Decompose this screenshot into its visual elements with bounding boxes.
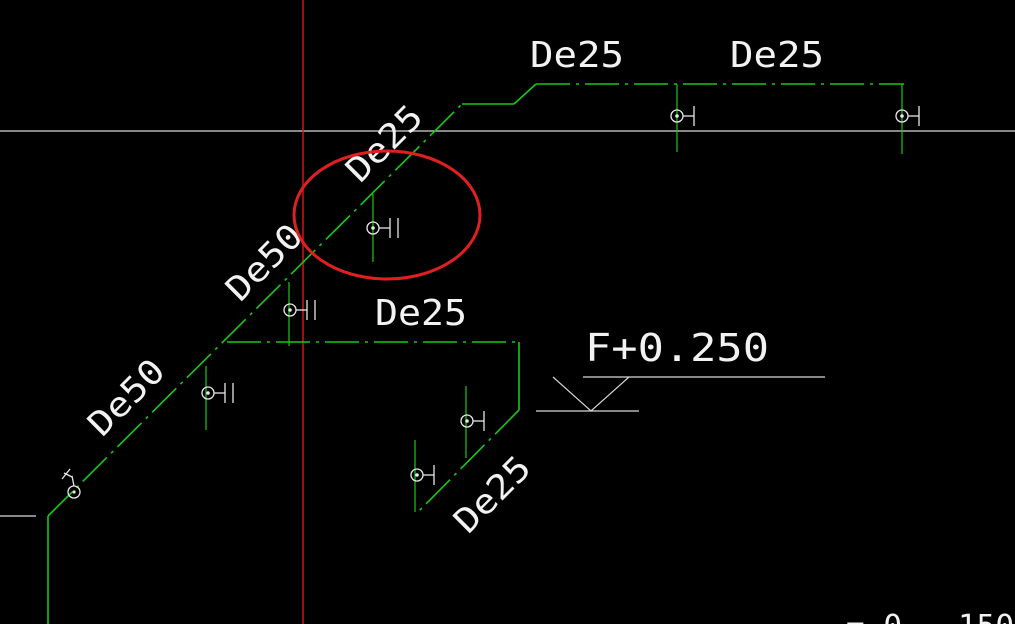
valve-tap-icon	[283, 300, 316, 320]
pipe-label-diagonal-lower-de50: De50	[80, 351, 173, 444]
main-pipe-run	[0, 83, 904, 624]
end-cap-icon	[61, 468, 81, 499]
pipe-label-top-1: De25	[530, 35, 624, 76]
pipe-label-diagonal-de25-upper: De25	[338, 97, 431, 190]
elevation-label: F+0.250	[585, 326, 769, 370]
valve-tap-icon	[895, 106, 920, 126]
branch-pipe-run	[227, 341, 520, 513]
valve-tap-icon	[670, 106, 695, 126]
valve-tap-icon	[366, 218, 399, 238]
fixture-symbols	[201, 106, 920, 485]
valve-tap-icon	[201, 383, 234, 403]
corner-partial-text: = 0 - 150	[846, 609, 1014, 624]
valve-tap-icon	[460, 411, 485, 431]
elevation-marker: F+0.250	[536, 326, 825, 412]
pipe-label-branch: De25	[375, 293, 467, 334]
fixture-risers	[205, 84, 903, 512]
highlight-circle	[292, 149, 482, 281]
valve-tap-icon	[410, 465, 435, 485]
pipe-label-top-2: De25	[730, 35, 824, 76]
pipe-label-diagonal-de25-lower: De25	[446, 448, 539, 541]
